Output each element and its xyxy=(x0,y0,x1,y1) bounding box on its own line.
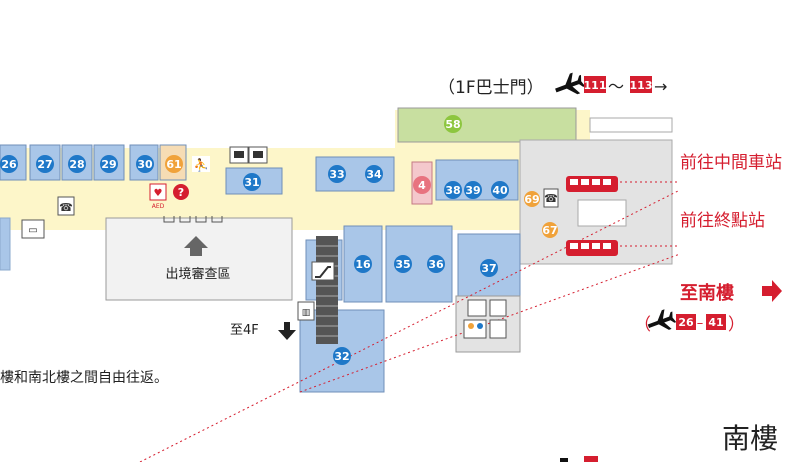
paren-open: （ xyxy=(634,315,651,335)
gate-69: 69 xyxy=(524,193,539,206)
train-icon xyxy=(566,240,618,256)
south-gate-from: 26 xyxy=(678,316,694,329)
gray-wall-top xyxy=(589,117,673,133)
gate-28: 28 xyxy=(69,158,84,171)
gate-38: 38 xyxy=(445,184,460,197)
svg-text:AED: AED xyxy=(152,203,165,210)
gate-37: 37 xyxy=(481,262,496,275)
to-south-label: 至南樓 xyxy=(680,282,734,304)
phone-icon: ☎ xyxy=(543,188,559,208)
svg-text:▭: ▭ xyxy=(28,225,37,236)
gate-31: 31 xyxy=(244,176,259,189)
service-icons xyxy=(463,299,507,339)
shower-icon: ▭ xyxy=(21,219,45,239)
gate-32: 32 xyxy=(334,350,349,363)
svg-text:☎: ☎ xyxy=(544,192,558,205)
gate-61: 61 xyxy=(166,158,181,171)
platform-cutout xyxy=(577,199,627,227)
svg-text:⛹: ⛹ xyxy=(194,157,209,172)
arrow-up-icon xyxy=(184,236,208,256)
gate-16: 16 xyxy=(355,258,371,271)
info-icon: ? xyxy=(173,184,189,200)
gate-27: 27 xyxy=(37,158,52,171)
right-arrow: → xyxy=(654,77,667,96)
escalator-icon xyxy=(311,261,335,281)
svg-text:▥: ▥ xyxy=(302,308,311,318)
to-4f-label: 至4F xyxy=(230,323,259,338)
gate-range-sep: ～ xyxy=(608,77,624,96)
south-building-label: 南樓 xyxy=(722,422,778,455)
arrow-down-icon xyxy=(278,322,296,340)
monitor-icon xyxy=(229,146,268,164)
gate-35: 35 xyxy=(395,258,410,271)
gate-34: 34 xyxy=(366,168,382,181)
left-wall-block xyxy=(0,217,11,271)
green-zone xyxy=(397,107,577,143)
train-mid-label: 前往中間車站 xyxy=(680,153,782,173)
train-icon xyxy=(566,176,618,192)
paren-close: ） xyxy=(728,315,745,335)
gate-33: 33 xyxy=(329,168,344,181)
gate-26: 26 xyxy=(1,158,17,171)
svg-text:?: ? xyxy=(178,186,184,199)
elevator-icon: ▥ xyxy=(297,301,315,321)
arrow-right-icon xyxy=(762,280,782,302)
immigration-label: 出境審查區 xyxy=(165,267,230,282)
gate-badge-to: 113 xyxy=(630,79,653,92)
south-gate-to: 41 xyxy=(708,316,723,329)
gate-4: 4 xyxy=(418,179,426,192)
gate-39: 39 xyxy=(465,184,480,197)
immigration-area xyxy=(105,217,293,301)
restroom-icon xyxy=(463,319,487,339)
phone-icon: ☎ xyxy=(57,196,75,216)
people-icon: ⛹ xyxy=(192,156,210,172)
gate-30: 30 xyxy=(137,158,153,171)
gate-badge-from: 111 xyxy=(584,79,607,92)
svg-text:☎: ☎ xyxy=(59,201,73,214)
gate-29: 29 xyxy=(101,158,116,171)
bus-gate-label: （1F巴士門） xyxy=(438,78,544,98)
escalator xyxy=(316,236,338,344)
airplane-icon xyxy=(552,70,587,101)
south-gate-sep: – xyxy=(697,316,704,331)
gate-67: 67 xyxy=(542,224,557,237)
svg-text:♥: ♥ xyxy=(154,188,163,199)
gate-36: 36 xyxy=(428,258,444,271)
aed-icon: ♥ AED xyxy=(149,183,167,210)
gate-40: 40 xyxy=(492,184,508,197)
train-end-label: 前往終點站 xyxy=(680,211,765,231)
gate-58: 58 xyxy=(445,118,460,131)
free-travel-text: 樓和南北樓之間自由往返。 xyxy=(0,370,168,386)
